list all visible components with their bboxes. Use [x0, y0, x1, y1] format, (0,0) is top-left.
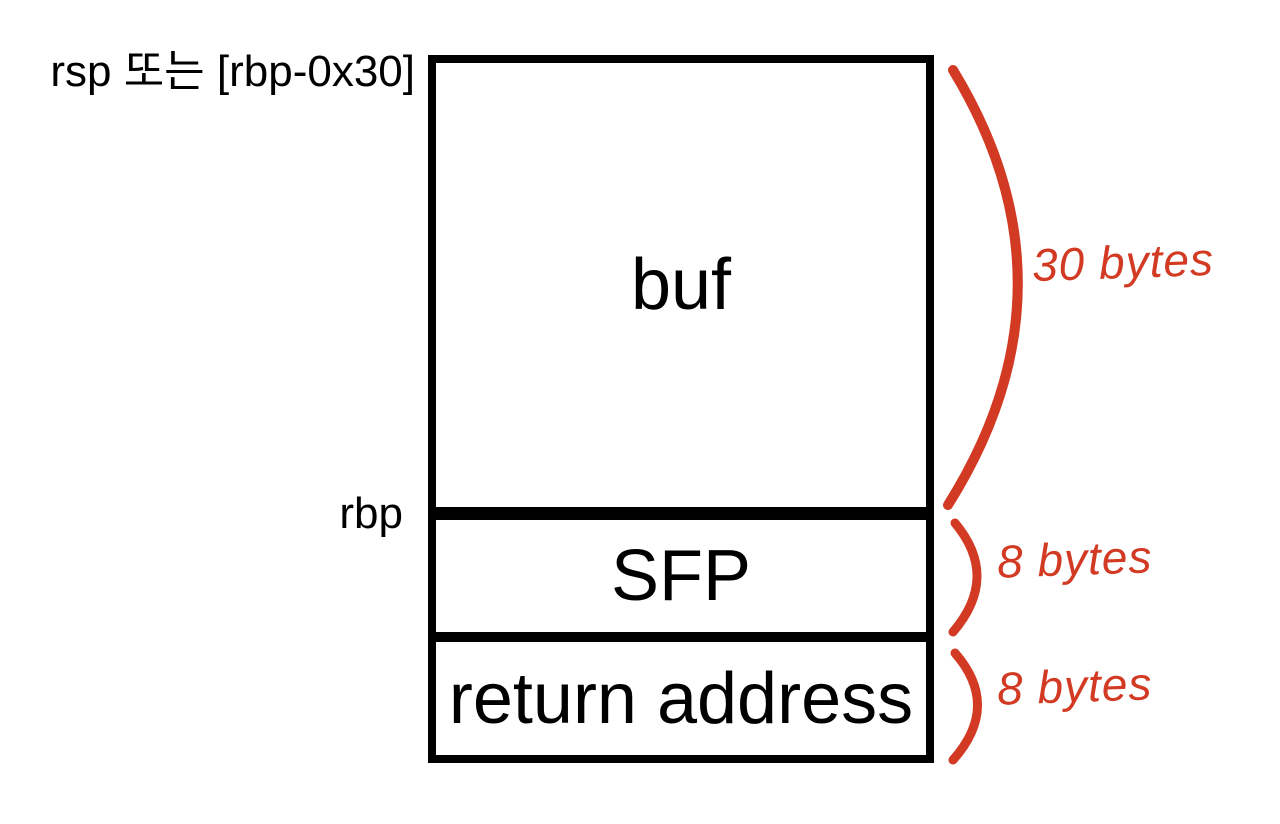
stack-region-buf: buf: [436, 63, 926, 507]
sfp-size-brace-icon: [948, 518, 982, 637]
return-address-region-label: return address: [448, 658, 914, 739]
buf-size-brace-icon: [943, 65, 1023, 510]
sfp-size-label: 8 bytes: [996, 530, 1154, 588]
rbp-boundary-line: [436, 507, 926, 520]
rbp-pointer-label: rbp: [339, 489, 403, 538]
stack-region-sfp: SFP: [436, 520, 926, 632]
stack-region-return-address: return address: [436, 642, 926, 755]
return-size-brace-icon: [948, 648, 982, 765]
stack-box: buf SFP return address: [428, 55, 934, 763]
sfp-region-label: SFP: [610, 536, 752, 616]
buf-size-label: 30 bytes: [1031, 232, 1215, 292]
sfp-return-divider-line: [436, 632, 926, 642]
rsp-pointer-label: rsp 또는 [rbp-0x30]: [50, 47, 415, 96]
return-size-label: 8 bytes: [996, 657, 1154, 715]
buf-region-label: buf: [630, 245, 732, 325]
